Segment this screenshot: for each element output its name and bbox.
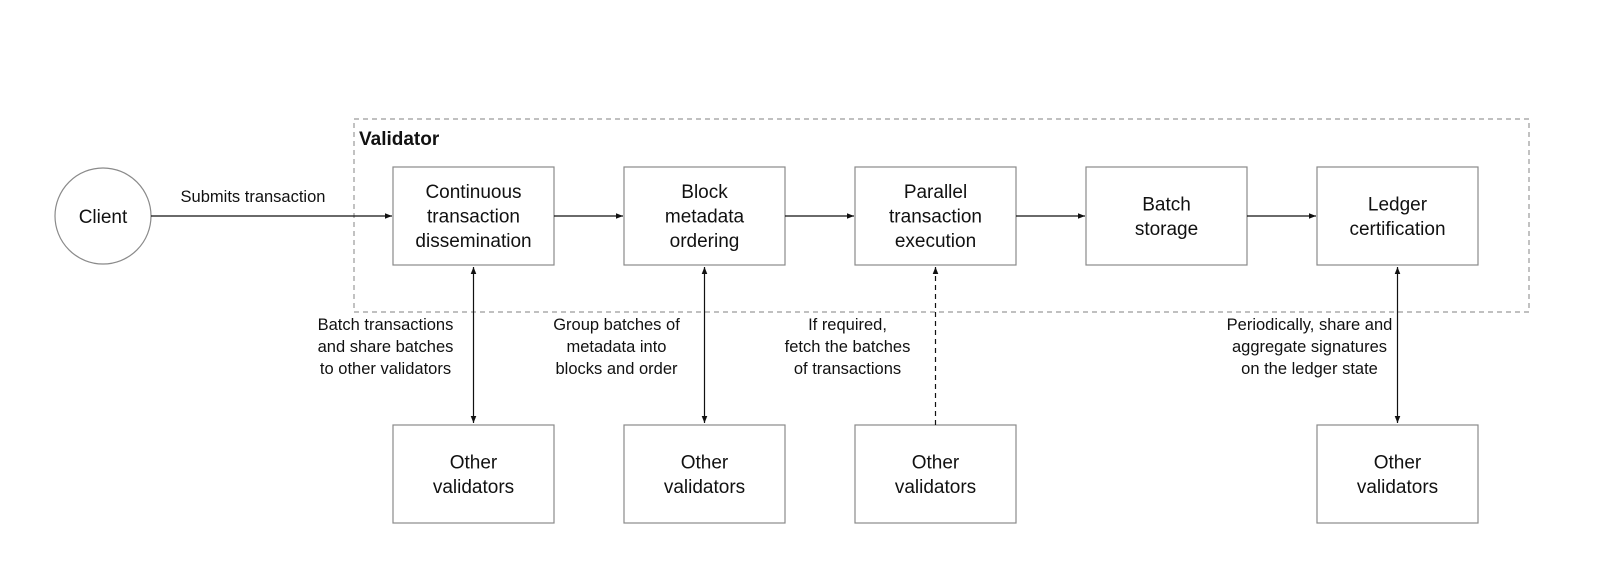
pipeline-layer: Continuous transaction dissemination Block m…: [392, 166, 1479, 266]
peer-annotation-line: and share batches: [318, 338, 454, 356]
peer-annotation-line: Periodically, share and: [1227, 316, 1393, 334]
peer-annotation-line: blocks and order: [556, 360, 678, 378]
stage-execution-label-line: transaction: [889, 207, 982, 228]
other-validators-box-label-line: validators: [895, 477, 976, 498]
stage-certification: Ledger certification: [1316, 166, 1479, 266]
peer-annotation-line: If required,: [808, 316, 887, 334]
stage-dissemination-label-line: dissemination: [415, 231, 531, 252]
peer-annotation-line: to other validators: [320, 360, 451, 378]
client-node: Client: [54, 167, 152, 265]
stage-storage-label-line: storage: [1135, 219, 1198, 240]
stage-ordering-label-line: ordering: [670, 231, 740, 252]
other-validators-box-label-line: Other: [1374, 452, 1422, 473]
stage-execution-label-line: Parallel: [904, 182, 967, 203]
peer-annotation-line: of transactions: [794, 360, 901, 378]
peer-annotation-line: Batch transactions: [318, 316, 454, 334]
stage-execution-border: [854, 166, 1017, 266]
stage-storage-border: [1085, 166, 1248, 266]
stage-certification-border: [1316, 166, 1479, 266]
client-label: Client: [79, 207, 128, 228]
stage-execution-label-line: execution: [895, 231, 976, 252]
other-validators-box-label-line: Other: [912, 452, 960, 473]
other-validators-box-border: [623, 424, 786, 524]
stage-dissemination-label-line: Continuous: [425, 182, 521, 203]
other-validators-box-label-line: Other: [450, 452, 498, 473]
stage-ordering: Block metadata ordering: [623, 166, 786, 266]
client-submit-edge: Submits transaction: [151, 188, 392, 219]
stage-storage-label-line: Batch: [1142, 194, 1191, 215]
other-validators-box-border: [1316, 424, 1479, 524]
stage-dissemination: Continuous transaction dissemination: [392, 166, 555, 266]
other-validators-box: Other validators: [854, 424, 1017, 524]
other-validators-box-label-line: validators: [1357, 477, 1438, 498]
peer-annotation-line: Group batches of: [553, 316, 680, 334]
peer-annotation-line: metadata into: [567, 338, 667, 356]
stage-storage: Batch storage: [1085, 166, 1248, 266]
stage-ordering-label-line: Block: [681, 182, 728, 203]
other-validators-box: Other validators: [392, 424, 555, 524]
peer-annotation-line: aggregate signatures: [1232, 338, 1387, 356]
other-validators-box-label-line: validators: [664, 477, 745, 498]
validator-container-title: Validator: [359, 129, 440, 150]
stage-ordering-label-line: metadata: [665, 207, 745, 228]
stage-certification-label-line: certification: [1349, 219, 1445, 240]
other-validators-box-label-line: Other: [681, 452, 729, 473]
other-validators-box-border: [854, 424, 1017, 524]
peer-layer: Other validators Batch transactions and sha…: [318, 267, 1479, 524]
other-validators-box-label-line: validators: [433, 477, 514, 498]
stage-execution: Parallel transaction execution: [854, 166, 1017, 266]
other-validators-box: Other validators: [623, 424, 786, 524]
stage-ordering-border: [623, 166, 786, 266]
stage-dissemination-label-line: transaction: [427, 207, 520, 228]
other-validators-box-border: [392, 424, 555, 524]
stage-dissemination-border: [392, 166, 555, 266]
peer-annotation-line: on the ledger state: [1241, 360, 1378, 378]
other-validators-box: Other validators: [1316, 424, 1479, 524]
stage-certification-label-line: Ledger: [1368, 194, 1428, 215]
peer-annotation-line: fetch the batches: [785, 338, 911, 356]
client-submit-label: Submits transaction: [181, 188, 326, 206]
